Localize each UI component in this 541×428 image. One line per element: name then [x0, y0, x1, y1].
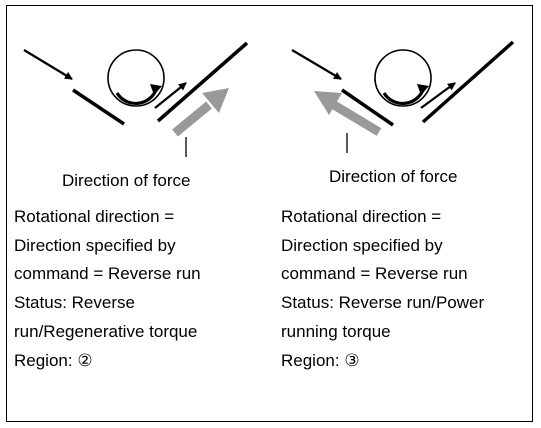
- roller-circle: [374, 49, 432, 107]
- roller-circle: [107, 49, 165, 107]
- region-line: Region: ③: [281, 350, 360, 370]
- description-line: command = Reverse run: [281, 264, 468, 284]
- description-line: run/Regenerative torque: [14, 321, 198, 341]
- panel-2-description: Rotational direction = Direction specifi…: [281, 203, 484, 375]
- description-line: Rotational direction =: [281, 207, 442, 226]
- panel-1-diagram: [23, 41, 249, 157]
- left-slope: [341, 88, 394, 127]
- left-slope: [72, 88, 125, 126]
- outgoing-arrow-icon: [420, 82, 456, 109]
- force-caption-left: Direction of force: [62, 171, 191, 190]
- panel-1-description: Rotational direction = Direction specifi…: [14, 203, 201, 375]
- rotation-arrow-icon: [115, 89, 158, 106]
- description-line: Status: Reverse: [14, 293, 135, 313]
- force-arrow-shaft: [172, 101, 212, 137]
- rotation-arrow-icon: [382, 89, 425, 106]
- force-arrow-shaft: [331, 101, 382, 136]
- diagram-frame: [6, 5, 533, 422]
- description-line: Rotational direction =: [14, 207, 175, 226]
- panel-2-diagram: [291, 40, 515, 153]
- description-line: Direction specified by: [14, 235, 176, 255]
- outgoing-arrow-icon: [154, 82, 187, 109]
- gray-force-arrow-icon: [202, 88, 229, 113]
- force-caption-right: Direction of force: [329, 167, 458, 186]
- right-slope: [156, 41, 249, 123]
- gray-force-arrow-icon: [314, 91, 342, 115]
- incoming-arrow-icon: [23, 49, 73, 80]
- rotation-arrowhead-icon: [150, 84, 162, 95]
- incoming-arrow-icon: [291, 49, 342, 80]
- region-line: Region: ②: [14, 350, 93, 370]
- description-line: Direction specified by: [281, 235, 443, 255]
- rotation-arrowhead-icon: [417, 84, 429, 95]
- description-line: running torque: [281, 321, 391, 341]
- right-slope: [421, 40, 515, 124]
- description-line: Status: Reverse run/Power: [281, 293, 485, 313]
- description-line: command = Reverse run: [14, 264, 201, 284]
